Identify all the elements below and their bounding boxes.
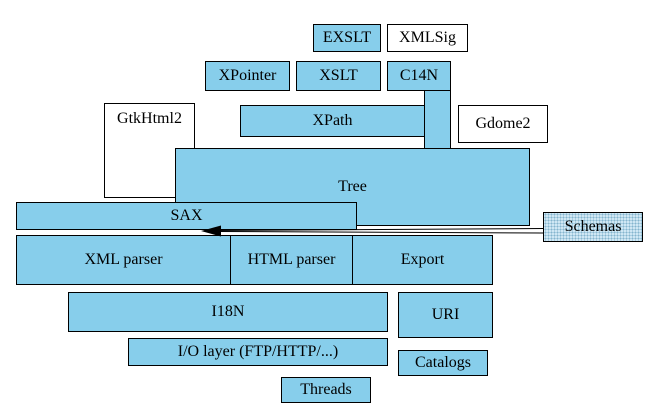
- box-gdome2: Gdome2: [458, 105, 548, 143]
- box-c14n: C14N: [387, 61, 451, 91]
- box-io-layer: I/O layer (FTP/HTTP/...): [128, 338, 388, 366]
- box-xmlsig: XMLSig: [387, 24, 468, 52]
- box-export: Export: [352, 235, 493, 285]
- box-xpath: XPath: [240, 105, 425, 137]
- box-schemas: Schemas: [543, 212, 643, 242]
- box-xpointer: XPointer: [205, 61, 290, 91]
- box-xslt: XSLT: [296, 61, 381, 91]
- box-xml-parser: XML parser: [16, 235, 231, 285]
- box-sax: SAX: [16, 202, 357, 230]
- c14n-tree-connector: [424, 90, 451, 150]
- box-threads: Threads: [281, 377, 371, 403]
- box-html-parser: HTML parser: [230, 235, 353, 285]
- box-catalogs: Catalogs: [398, 350, 488, 376]
- box-uri: URI: [398, 292, 493, 338]
- box-exslt: EXSLT: [313, 24, 381, 52]
- box-i18n: I18N: [68, 292, 388, 332]
